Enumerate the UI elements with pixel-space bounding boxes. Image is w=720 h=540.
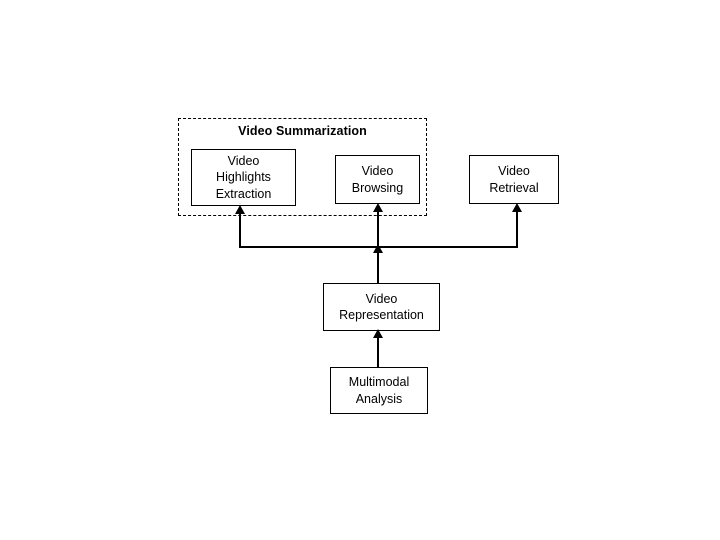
node-label-video-browsing: Video Browsing [351,164,404,195]
connector-video-representation-to-bus [377,248,379,284]
arrowhead-video-representation [373,329,383,338]
node-video-retrieval[interactable]: Video Retrieval [469,155,559,204]
group-title-video-summarization: Video Summarization [238,124,367,138]
connector-bus-to-video-highlights-extraction [239,207,241,247]
node-label-video-retrieval: Video Retrieval [489,164,539,195]
connector-bus-to-video-browsing [377,205,379,247]
node-multimodal-analysis[interactable]: Multimodal Analysis [330,367,428,414]
arrowhead-distribution-bus [373,244,383,253]
connector-bus-to-video-retrieval [516,205,518,247]
node-video-browsing[interactable]: Video Browsing [335,155,420,204]
arrowhead-video-retrieval [512,203,522,212]
group-video-summarization [178,118,427,216]
arrowhead-video-highlights-extraction [235,205,245,214]
node-label-video-representation: Video Representation [339,291,424,323]
node-video-highlights-extraction[interactable]: Video Highlights Extraction [191,149,296,206]
connector-multimodal-analysis-to-video-representation [377,332,379,368]
arrowhead-video-browsing [373,203,383,212]
node-video-representation[interactable]: Video Representation [323,283,440,331]
node-label-multimodal-analysis: Multimodal Analysis [348,375,410,406]
node-label-video-highlights-extraction: Video Highlights Extraction [215,153,272,201]
